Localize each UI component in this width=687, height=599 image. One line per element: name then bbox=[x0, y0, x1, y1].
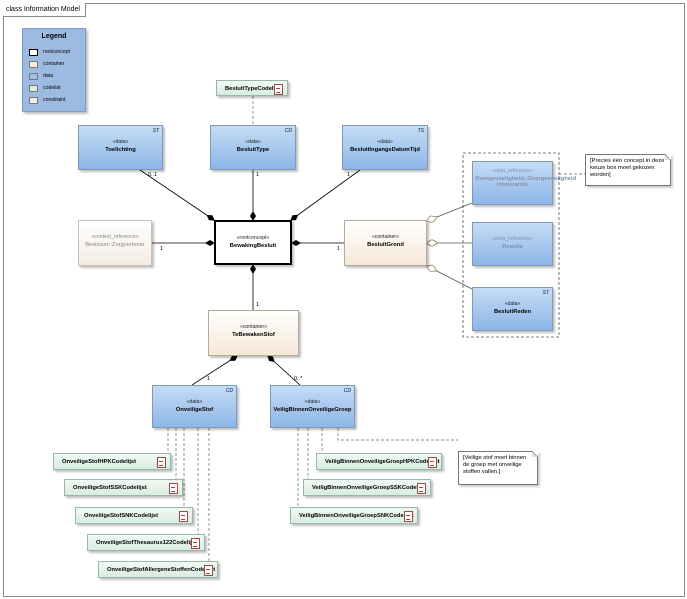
class-stereotype: «data» bbox=[304, 399, 321, 405]
link-toelichting bbox=[139, 169, 215, 221]
document-icon bbox=[191, 538, 200, 549]
class-name: VeiligBinnenOnveiligeGroepSSKCodelijst bbox=[312, 485, 427, 491]
class-stereotype: «data» bbox=[186, 399, 203, 405]
class-name: BesluitReden bbox=[493, 309, 532, 315]
choice-box bbox=[462, 152, 560, 338]
class-beslisser[interactable]: «context_reference» Beslisser::Zorgverle… bbox=[78, 220, 152, 266]
multiplicity-besluitgrond: 1 bbox=[337, 246, 341, 252]
diagram-frame-title: class Information Model bbox=[3, 3, 86, 17]
class-name: BewakingBesluit bbox=[229, 243, 277, 249]
multiplicity-tebewakenstof: 1 bbox=[256, 302, 260, 308]
class-name: OnveiligeStofSSKCodelijst bbox=[73, 485, 147, 491]
class-stereotype: «data_reference» bbox=[492, 236, 533, 242]
class-codelist-veiliggroep-ssk[interactable]: VeiligBinnenOnveiligeGroepSSKCodelijst bbox=[303, 479, 431, 496]
class-tebewakenstof[interactable]: «container» TeBewakenStof bbox=[208, 310, 299, 356]
class-stereotype: «container» bbox=[371, 234, 400, 240]
class-tag: CD bbox=[284, 128, 292, 134]
document-icon bbox=[204, 565, 213, 576]
multiplicity-onveiligestof: 1 bbox=[207, 376, 211, 382]
legend-item-rootconcept: rootconcept bbox=[29, 49, 70, 56]
class-tag: ST bbox=[152, 128, 159, 134]
link-veiliggroep bbox=[267, 355, 301, 386]
class-overgevoeligheid[interactable]: «data_reference» Overgevoeligheid::Overg… bbox=[472, 161, 577, 205]
multiplicity-besluittype: 1 bbox=[256, 172, 260, 178]
class-tag: CD bbox=[343, 388, 351, 394]
document-icon bbox=[274, 84, 283, 95]
class-name: BesluitGrond bbox=[367, 242, 404, 248]
document-icon bbox=[417, 483, 426, 494]
legend-item-codelist: codelist bbox=[29, 85, 61, 92]
class-codelist-onveiligestof-hpk[interactable]: OnveiligeStofHPKCodelijst bbox=[53, 453, 171, 470]
class-name: OnveiligeStofAllergeneStoffenCodelijst bbox=[107, 567, 216, 573]
multiplicity-veiliggroep: 0..* bbox=[294, 376, 303, 382]
class-name: Reactie bbox=[502, 244, 523, 250]
class-veiligbinnenonveiligegroep[interactable]: CD «data» VeiligBinnenOnveiligeGroep bbox=[270, 385, 355, 428]
class-stereotype: «container» bbox=[239, 324, 268, 330]
class-name: TeBewakenStof bbox=[232, 332, 275, 338]
document-icon bbox=[404, 511, 413, 522]
class-name: VeiligBinnenOnveiligeGroepSNKCodelijst bbox=[299, 513, 414, 519]
class-codelist-onveiligestof-snk[interactable]: OnveiligeStofSNKCodelijst bbox=[75, 507, 193, 524]
class-codelist-onveiligestof-allergenestoffen[interactable]: OnveiligeStofAllergeneStoffenCodelijst bbox=[98, 561, 218, 578]
class-stereotype: «data_reference» bbox=[492, 168, 533, 174]
class-reactie[interactable]: «data_reference» Reactie bbox=[472, 222, 553, 266]
class-besluittype[interactable]: CD «data» BesluitType bbox=[210, 125, 296, 170]
class-stereotype: «data» bbox=[377, 139, 393, 145]
class-stereotype: «data» bbox=[245, 139, 261, 145]
legend-title: Legend bbox=[41, 33, 67, 40]
class-codelist-veiliggroep-snk[interactable]: VeiligBinnenOnveiligeGroepSNKCodelijst bbox=[290, 507, 418, 524]
class-codelist-veiliggroep-hpk[interactable]: VeiligBinnenOnveiligeGroepHPKCodelijst bbox=[316, 453, 442, 470]
class-toelichting[interactable]: ST «data» Toelichting bbox=[78, 125, 163, 170]
class-name: Beslisser::Zorgverlener bbox=[85, 242, 145, 248]
note-text: [Veilige stof moet binnen de groep met o… bbox=[463, 455, 527, 475]
multiplicity-toelichting: 0..1 bbox=[148, 172, 158, 178]
class-name: BesluitTypeCodelijst bbox=[225, 86, 282, 92]
class-stereotype: «data» bbox=[504, 301, 521, 307]
class-name: OnveiligeStofSNKCodelijst bbox=[84, 513, 159, 519]
class-name: OnveiligeStofHPKCodelijst bbox=[62, 459, 137, 465]
class-name: Toelichting bbox=[105, 147, 136, 153]
legend-item-data: data bbox=[29, 73, 53, 80]
document-icon bbox=[179, 511, 188, 522]
class-name: OnveiligeStofThesaurus122Codelijst bbox=[96, 540, 197, 546]
note-group-constraint: [Veilige stof moet binnen de groep met o… bbox=[458, 451, 538, 485]
class-name: BesluitType bbox=[236, 147, 270, 153]
class-name: BesluitIngangsDatumTijd bbox=[350, 147, 420, 153]
link-besluitingangsdatumtijd bbox=[290, 169, 361, 221]
class-name: VeiligBinnenOnveiligeGroep bbox=[273, 407, 352, 413]
multiplicity-besluitingangsdatumtijd: 1 bbox=[347, 172, 351, 178]
legend-item-constraint: constraint bbox=[29, 97, 66, 104]
document-icon bbox=[157, 457, 166, 468]
class-besluitgrond[interactable]: «container» BesluitGrond bbox=[344, 220, 427, 266]
note-choice-constraint: [Precies één concept in deze keuze box m… bbox=[585, 154, 671, 186]
class-codelist-onveiligestof-ssk[interactable]: OnveiligeStofSSKCodelijst bbox=[64, 479, 183, 496]
multiplicity-beslisser: 1 bbox=[160, 246, 164, 252]
class-bewakingbesluit[interactable]: «rootconcept» BewakingBesluit bbox=[214, 220, 292, 265]
class-onveiligestof[interactable]: CD «data» OnveiligeStof bbox=[152, 385, 237, 428]
legend: Legend rootconcept container data codeli… bbox=[22, 28, 86, 112]
document-icon bbox=[169, 483, 178, 494]
class-tag: CD bbox=[225, 388, 233, 394]
class-name: VeiligBinnenOnveiligeGroepHPKCodelijst bbox=[325, 459, 440, 465]
class-codelist-onveiligestof-thesaurus122[interactable]: OnveiligeStofThesaurus122Codelijst bbox=[87, 534, 205, 551]
veiliggroep-codelist-links bbox=[290, 428, 458, 516]
note-text: [Precies één concept in deze keuze box m… bbox=[590, 158, 665, 178]
class-name: Overgevoeligheid::Overgevoeligheid Intol… bbox=[475, 176, 577, 188]
diagram-frame bbox=[3, 3, 685, 597]
class-besluitreden[interactable]: ST «data» BesluitReden bbox=[472, 287, 553, 331]
document-icon bbox=[428, 457, 437, 468]
class-tag: ST bbox=[542, 290, 549, 296]
link-overgevoeligheid bbox=[427, 202, 473, 221]
class-stereotype: «rootconcept» bbox=[236, 235, 270, 241]
class-besluittype-codelijst[interactable]: BesluitTypeCodelijst bbox=[216, 80, 288, 96]
link-besluitreden bbox=[427, 266, 473, 290]
class-tag: TS bbox=[417, 128, 424, 134]
class-besluitingangsdatumtijd[interactable]: TS «data» BesluitIngangsDatumTijd bbox=[342, 125, 428, 170]
class-stereotype: «context_reference» bbox=[91, 234, 139, 240]
class-name: OnveiligeStof bbox=[175, 407, 214, 413]
legend-item-container: container bbox=[29, 61, 64, 68]
class-stereotype: «data» bbox=[112, 139, 129, 145]
link-onveiligestof bbox=[191, 355, 238, 386]
